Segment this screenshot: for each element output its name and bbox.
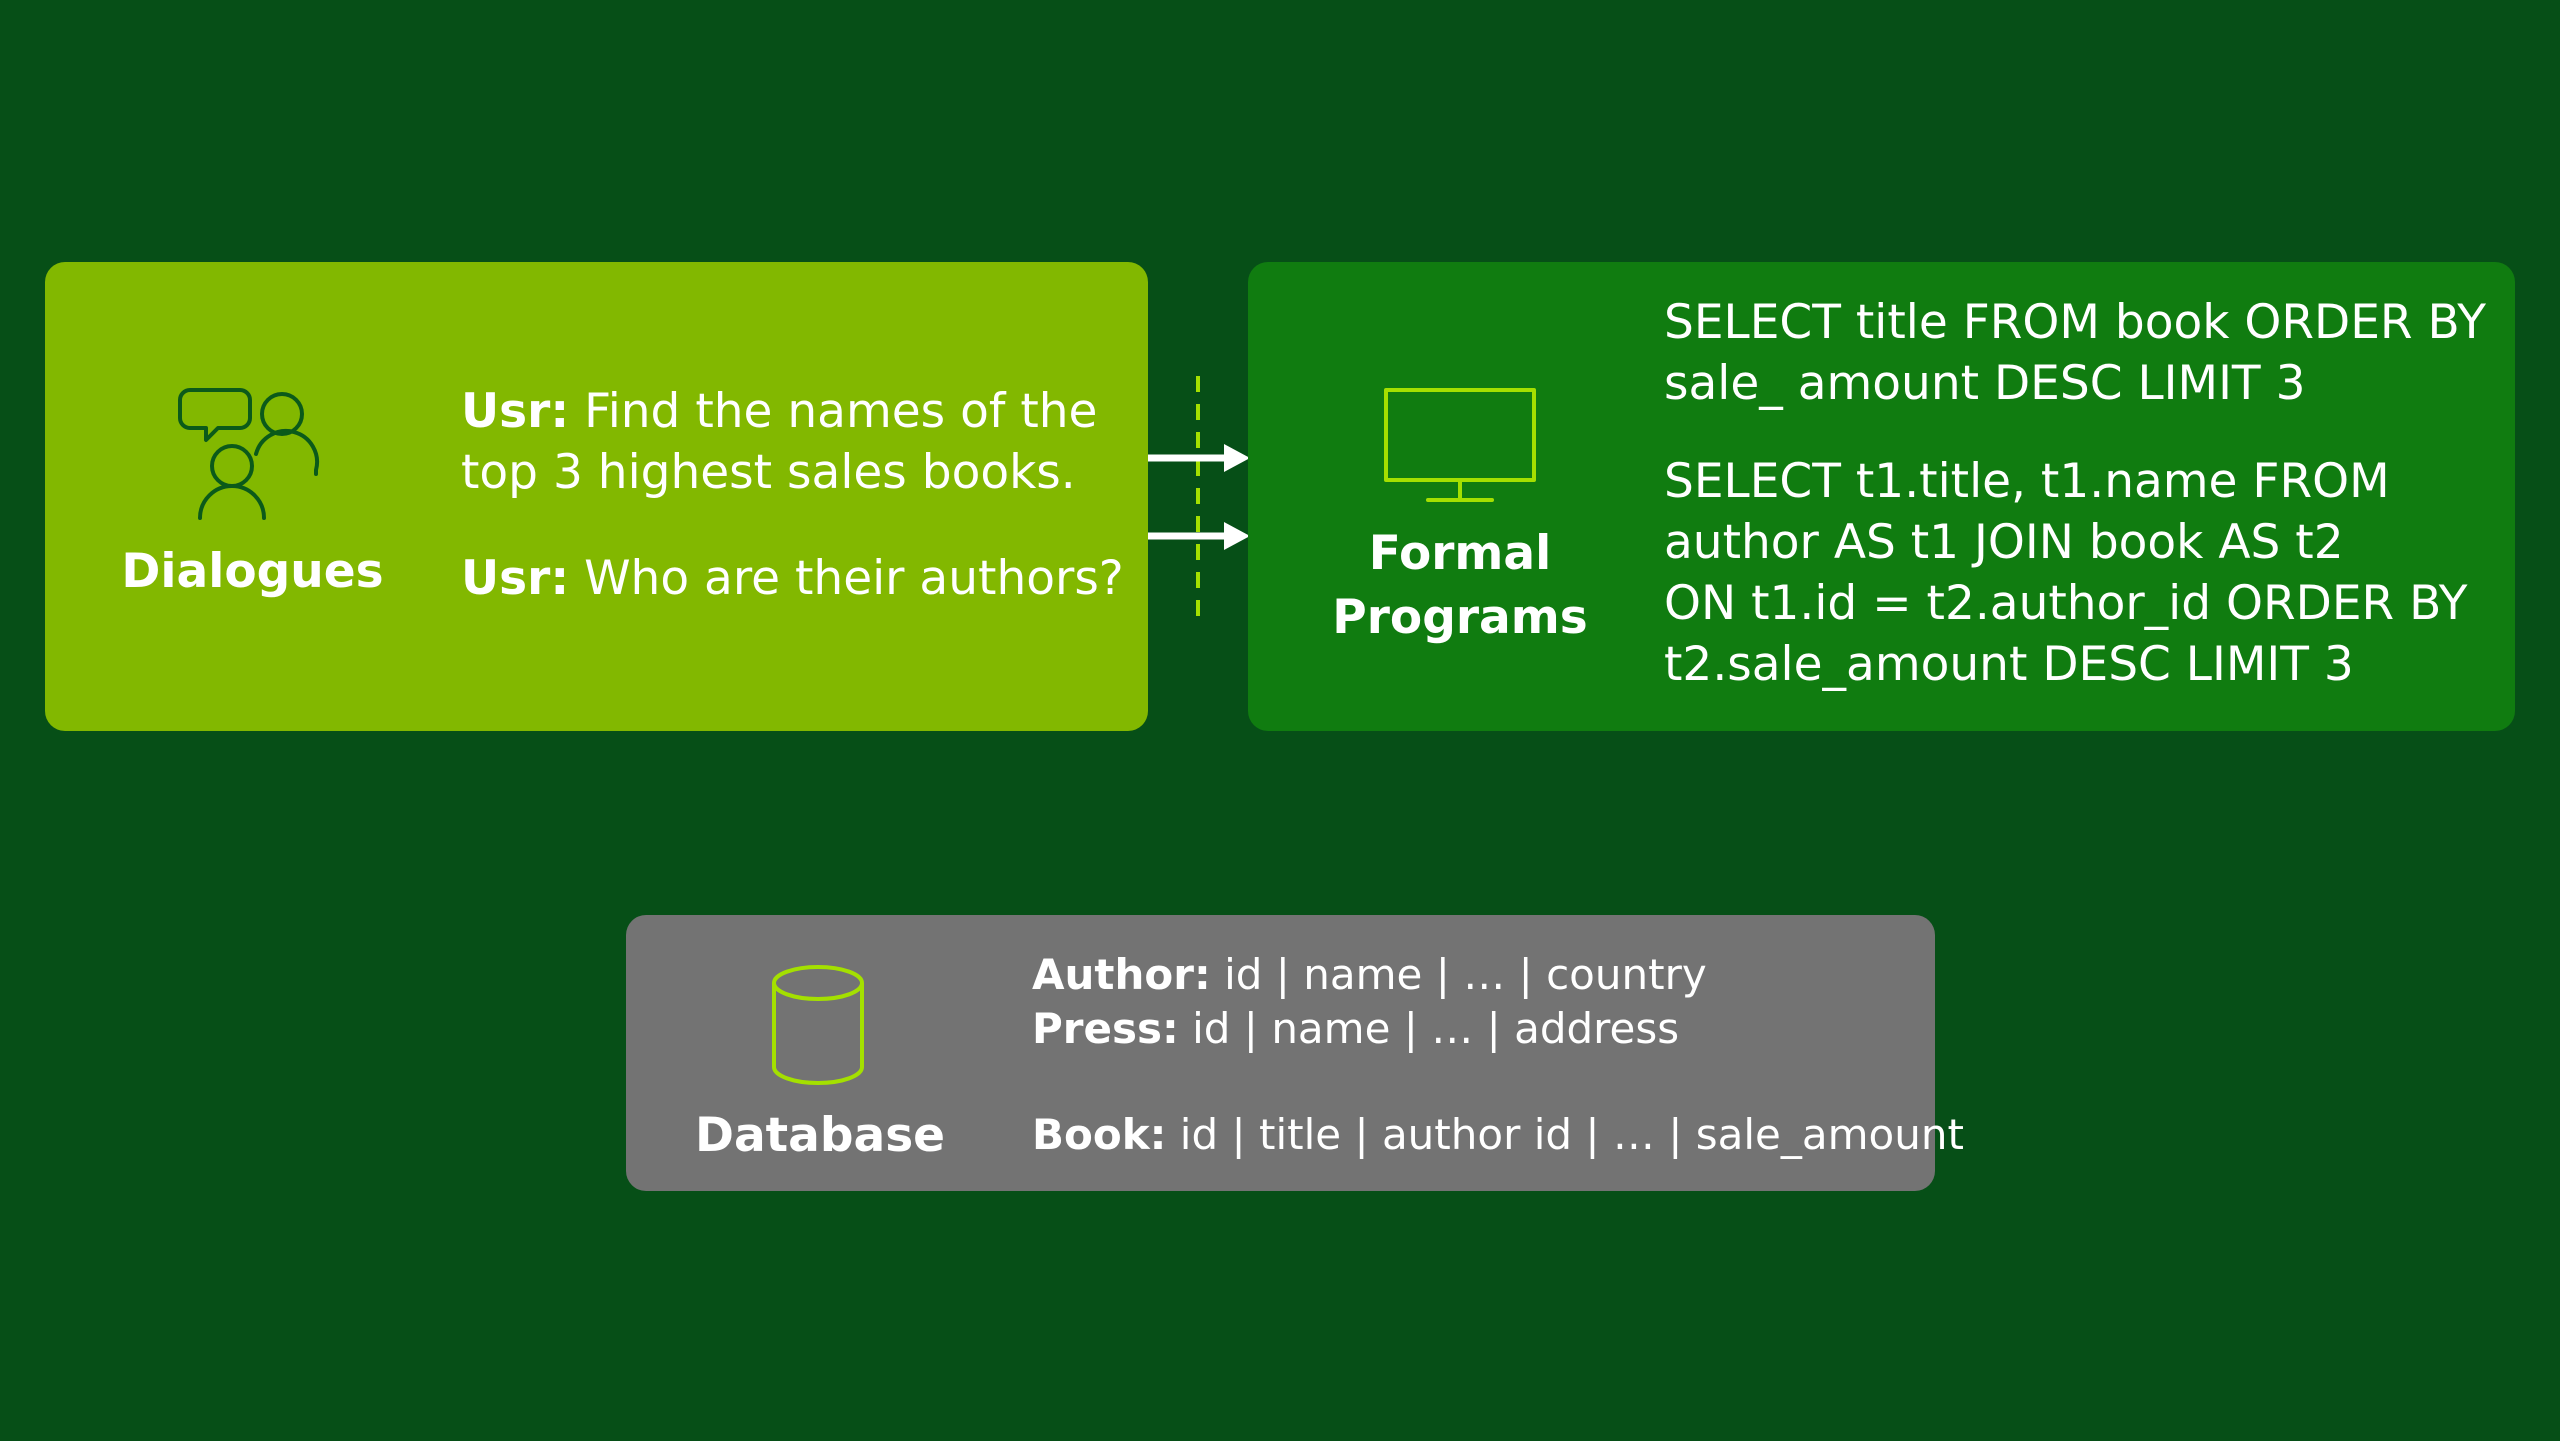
sql-query-2-line-3: ON t1.id = t2.author_id ORDER BY (1664, 576, 2468, 631)
schema-tables: Author: id | name | … | country Press: i… (1032, 948, 1964, 1162)
schema-row-book: Book: id | title | author id | … | sale_… (1032, 1108, 1964, 1162)
table-name: Book: (1032, 1110, 1167, 1159)
table-columns: id | name | … | address (1178, 1004, 1680, 1053)
dialogue-turn-1-line-2: top 3 highest sales books. (461, 445, 1076, 500)
dialogue-turns: Usr: Find the names of the top 3 highest… (461, 381, 1124, 609)
utterance-text: Who are their authors? (584, 551, 1124, 606)
schema-row-author: Author: id | name | … | country (1032, 948, 1964, 1002)
dialogue-to-program-connector (1148, 370, 1250, 629)
speaker-label: Usr: (461, 384, 570, 439)
utterance-text: Find the names of the (584, 384, 1098, 439)
table-columns: id | title | author id | … | sale_amount (1166, 1110, 1964, 1159)
dialogues-label: Dialogues (121, 544, 384, 599)
sql-query-2-line-4: t2.sale_amount DESC LIMIT 3 (1664, 637, 2354, 692)
sql-queries: SELECT title FROM book ORDER BY sale_ am… (1664, 292, 2486, 695)
monitor-icon (1384, 388, 1536, 504)
speaker-label: Usr: (461, 551, 570, 606)
sql-query-2-line-2: author AS t1 JOIN book AS t2 (1664, 515, 2344, 570)
table-name: Press: (1032, 1004, 1179, 1053)
sql-query-1-line-2: sale_ amount DESC LIMIT 3 (1664, 356, 2306, 411)
arrow-right-icon (1148, 444, 1250, 472)
database-label: Database (694, 1108, 946, 1163)
conversation-people-icon (178, 388, 323, 523)
dialogues-panel (45, 262, 1148, 731)
formal-programs-label: Formal Programs (1332, 526, 1588, 645)
schema-row-press: Press: id | name | … | address (1032, 1002, 1964, 1056)
table-columns: id | name | … | country (1210, 950, 1707, 999)
database-panel (626, 915, 1935, 1191)
dialogue-turn-1-line-1: Usr: Find the names of the (461, 381, 1124, 442)
sql-query-1-line-1: SELECT title FROM book ORDER BY (1664, 295, 2486, 350)
sql-query-2-line-1: SELECT t1.title, t1.name FROM (1664, 454, 2390, 509)
arrow-right-icon (1148, 522, 1250, 550)
database-cylinder-icon (770, 965, 866, 1087)
table-name: Author: (1032, 950, 1211, 999)
dialogue-turn-2-line-1: Usr: Who are their authors? (461, 548, 1124, 609)
